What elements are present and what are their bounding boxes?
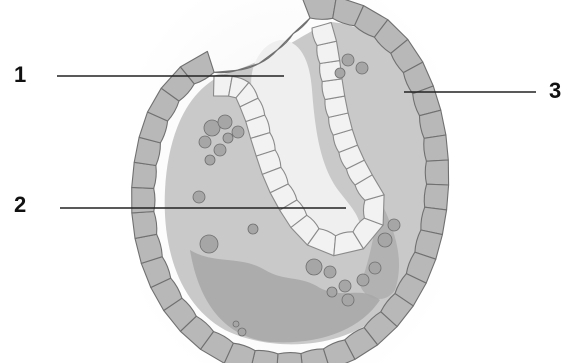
label-2: 2: [14, 192, 26, 217]
ectoderm-cell: [132, 162, 157, 188]
mesenchyme-cell: [223, 133, 233, 143]
mesenchyme-cell: [204, 120, 220, 136]
ectoderm-cell: [132, 212, 157, 239]
mesenchyme-cell: [200, 235, 218, 253]
mesenchyme-cell: [306, 259, 322, 275]
mesenchyme-cell: [342, 54, 354, 66]
mesenchyme-cell: [342, 294, 354, 306]
endoderm-cell: [322, 79, 345, 100]
mesenchyme-cell: [238, 328, 246, 336]
mesenchyme-cell: [324, 266, 336, 278]
mesenchyme-cell: [214, 144, 226, 156]
mesenchyme-cell: [357, 274, 369, 286]
mesenchyme-cell: [378, 233, 392, 247]
mesenchyme-cell: [233, 321, 239, 327]
mesenchyme-cell: [335, 68, 345, 78]
mesenchyme-cell: [339, 280, 351, 292]
ectoderm-cell: [424, 135, 449, 161]
mesenchyme-cell: [232, 126, 244, 138]
ectoderm-cell: [425, 160, 448, 185]
mesenchyme-cell: [218, 115, 232, 129]
mesenchyme-cell: [199, 136, 211, 148]
ectoderm-cell: [424, 184, 448, 210]
label-3: 3: [549, 78, 561, 103]
ectoderm-cell: [132, 187, 155, 213]
mesenchyme-cell: [369, 262, 381, 274]
mesenchyme-cell: [248, 224, 258, 234]
mesenchyme-cell: [193, 191, 205, 203]
mesenchyme-cell: [388, 219, 400, 231]
ectoderm-cell: [419, 110, 445, 138]
ectoderm-cell: [276, 353, 303, 363]
label-1: 1: [14, 62, 26, 87]
mesenchyme-cell: [205, 155, 215, 165]
mesenchyme-cell: [327, 287, 337, 297]
mesenchyme-cell: [356, 62, 368, 74]
